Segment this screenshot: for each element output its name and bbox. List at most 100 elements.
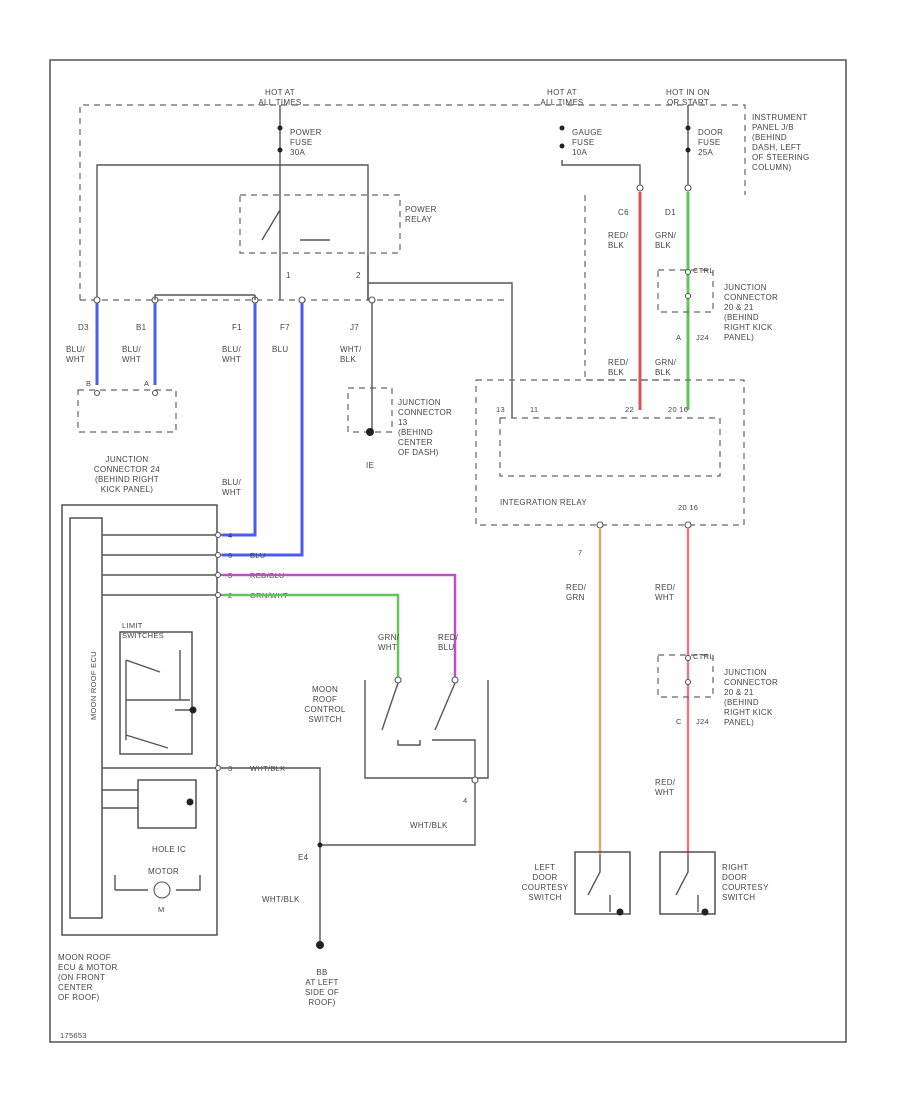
- wire-label-b1: BLU/WHT: [122, 345, 141, 364]
- label-line: CONNECTOR 24: [94, 465, 160, 474]
- label-line: FUSE: [698, 138, 721, 147]
- label-line: CONNECTOR: [724, 293, 778, 302]
- jc-left-pin-b: B: [86, 379, 91, 388]
- instrument-panel-jb-outline: [79, 104, 746, 301]
- label-line: FUSE: [290, 138, 313, 147]
- label-line: GRN: [566, 593, 585, 602]
- label-line: ALL TIMES: [258, 98, 301, 107]
- label-line: JUNCTION: [106, 455, 149, 464]
- label-line: BLK: [340, 355, 356, 364]
- label-line: SWITCHES: [122, 631, 164, 640]
- jc1-j24: J24: [696, 333, 709, 342]
- pin-3: 1: [286, 271, 291, 280]
- moon-roof-control-switch-box: [364, 680, 489, 779]
- label-line: PANEL J/B: [752, 123, 794, 132]
- label-line: FUSE: [572, 138, 595, 147]
- ground-ie: IE: [366, 461, 374, 470]
- label-line: PANEL): [724, 718, 754, 727]
- label-line: RED/: [566, 583, 587, 592]
- label-line: RED/: [655, 583, 676, 592]
- power-relay-box: [239, 194, 401, 254]
- left-door-switch-box: [574, 851, 631, 915]
- label-line: SWITCH: [528, 893, 561, 902]
- label-line: SWITCH: [308, 715, 341, 724]
- label-line: SWITCH: [722, 893, 755, 902]
- hole-ic-box: [137, 779, 197, 829]
- label-line: 25A: [698, 148, 713, 157]
- label-line: BLK: [655, 368, 671, 377]
- label-line: ROOF: [313, 695, 337, 704]
- motor-symbol: [153, 881, 171, 899]
- ir-pin-7: 7: [578, 548, 582, 557]
- junction-connector-left-box: [77, 389, 177, 433]
- label-line: COURTESY: [522, 883, 569, 892]
- pin-f7: F7: [280, 323, 290, 332]
- label-line: CENTER: [398, 438, 433, 447]
- moon-roof-ecu-box: [61, 504, 218, 936]
- label-line: BLU: [438, 643, 454, 652]
- label-line: WHT: [378, 643, 397, 652]
- label-line: WHT: [66, 355, 85, 364]
- label-line: WHT/: [340, 345, 362, 354]
- label-line: DOOR: [698, 128, 723, 137]
- ir-pin-13: 13: [496, 405, 505, 414]
- switch-pin-4: 4: [463, 796, 467, 805]
- label-line: GRN/: [655, 231, 677, 240]
- wire-label-c6: RED/BLK: [608, 231, 629, 250]
- label-line: BLU/: [122, 345, 141, 354]
- label-line: BLU/: [222, 345, 241, 354]
- label-line: RIGHT KICK: [724, 708, 773, 717]
- label-line: OF ROOF): [58, 993, 100, 1002]
- label-line: (BEHIND: [724, 698, 759, 707]
- label-line: (BEHIND: [752, 133, 787, 142]
- motor-label: MOTOR: [148, 867, 179, 876]
- label-line: 30A: [290, 148, 305, 157]
- label-line: BLU/: [66, 345, 85, 354]
- label-line: RED/: [608, 358, 629, 367]
- wire-label-red-blk-2: RED/BLK: [608, 358, 629, 377]
- label-line: CONTROL: [304, 705, 345, 714]
- label-line: WHT: [655, 593, 674, 602]
- moon-roof-ecu-inner: [69, 517, 103, 919]
- label-line: (BEHIND: [724, 313, 759, 322]
- label-line: BB: [316, 968, 327, 977]
- label-line: BLK: [608, 368, 624, 377]
- label-line: DASH, LEFT: [752, 143, 801, 152]
- junction-connector-right-2-box: [657, 654, 714, 698]
- wire-grn-wht-green: [222, 593, 400, 678]
- hole-ic-label: HOLE IC: [152, 845, 186, 854]
- wire-f1-blue: [222, 303, 257, 537]
- wire-label-red-wht-2: RED/WHT: [655, 778, 676, 797]
- label-line: (BEHIND RIGHT: [95, 475, 159, 484]
- wire-label-grn-blk-2: GRN/BLK: [655, 358, 677, 377]
- integration-relay-inner: [499, 417, 721, 477]
- label-line: RELAY: [405, 215, 433, 224]
- label-line: JUNCTION: [724, 283, 767, 292]
- moon-roof-ecu-side-label: MOON ROOF ECU: [89, 651, 98, 720]
- label-line: JUNCTION: [724, 668, 767, 677]
- label-line: OF STEERING: [752, 153, 810, 162]
- splice-e4: E4: [298, 853, 309, 862]
- wire-label-grn-wht: GRN/WHT: [378, 633, 400, 652]
- label-line: COLUMN): [752, 163, 791, 172]
- label-line: RIGHT KICK: [724, 323, 773, 332]
- right-door-switch-box: [659, 851, 716, 915]
- label-line: ROOF): [308, 998, 335, 1007]
- label-line: GAUGE: [572, 128, 602, 137]
- wire-f7-blue: [222, 303, 304, 557]
- label-line: BLK: [655, 241, 671, 250]
- label-line: (ON FRONT: [58, 973, 105, 982]
- label-line: CONNECTOR: [724, 678, 778, 687]
- label-line: 20 & 21: [724, 688, 754, 697]
- wire-label-red-grn: RED/GRN: [566, 583, 587, 602]
- label-line: WHT: [122, 355, 141, 364]
